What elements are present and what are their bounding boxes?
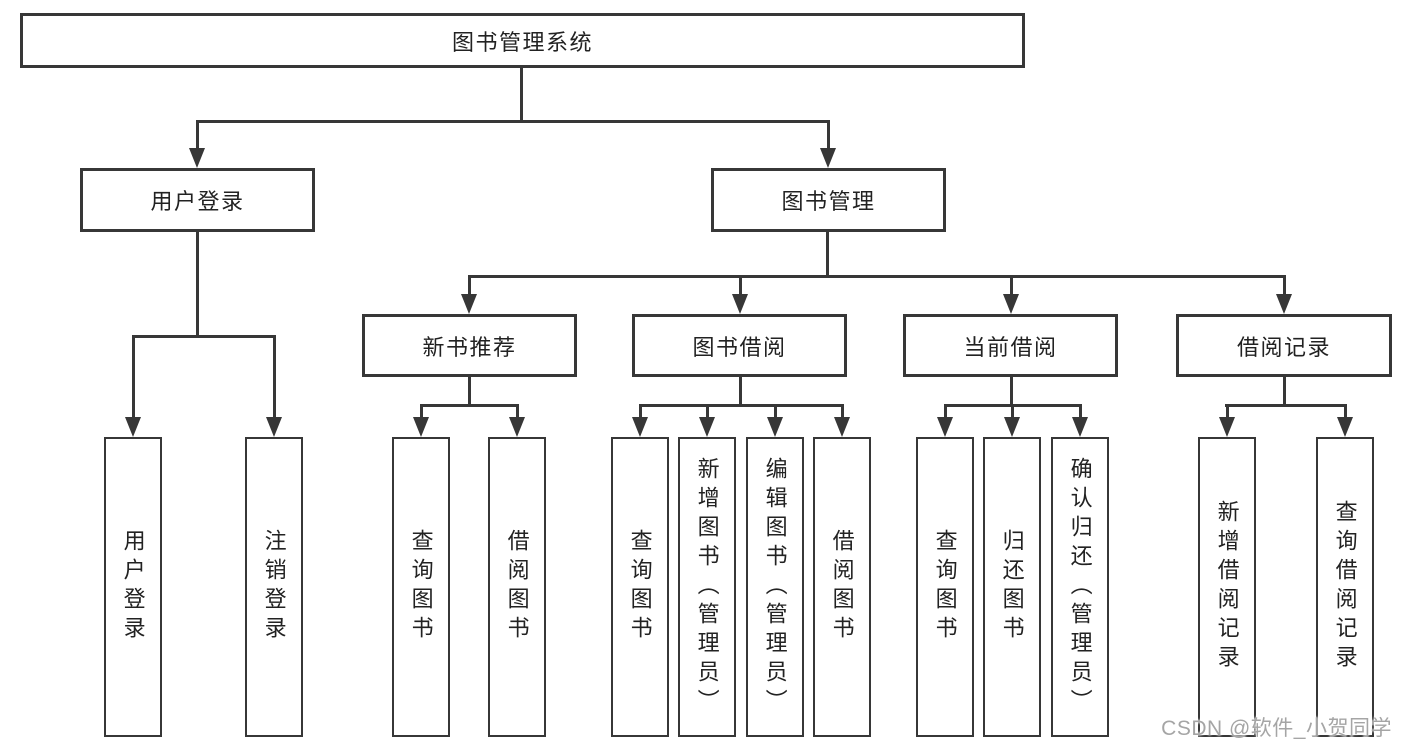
leaf-query-book-current: 查询图书: [916, 437, 974, 737]
node-borrow-record-label: 借阅记录: [1236, 334, 1331, 360]
leaf-logout-label: 注销登录: [261, 529, 287, 645]
arrowhead-down-icon: [820, 148, 836, 168]
leaf-borrow-book-rec-label: 借阅图书: [504, 529, 530, 645]
connector-level2-split: [196, 120, 830, 123]
arrowhead-down-icon: [732, 294, 748, 314]
connector-borrow-record-split: [1225, 404, 1346, 407]
node-book-borrow-label: 图书借阅: [692, 334, 787, 360]
arrowhead-down-icon: [632, 417, 648, 437]
arrow-shaft: [944, 404, 947, 419]
connector-book-mgmt-stem: [826, 232, 829, 277]
node-borrow-record: 借阅记录: [1176, 314, 1392, 377]
leaf-edit-book-admin: 编辑图书（管理员）: [746, 437, 804, 737]
node-book-mgmt: 图书管理: [711, 168, 946, 232]
arrow-shaft: [1010, 275, 1013, 296]
connector-book-borrow-split: [639, 404, 843, 407]
node-new-book-rec-label: 新书推荐: [422, 334, 517, 360]
arrow-shaft: [706, 404, 709, 419]
node-current-borrow: 当前借阅: [903, 314, 1118, 377]
arrow-shaft: [841, 404, 844, 419]
arrow-shaft: [1344, 404, 1347, 419]
leaf-query-borrow-record: 查询借阅记录: [1316, 437, 1374, 737]
leaf-edit-book-admin-label: 编辑图书（管理员）: [762, 456, 788, 718]
leaf-query-book-rec-label: 查询图书: [408, 529, 434, 645]
leaf-query-book-rec: 查询图书: [392, 437, 450, 737]
node-root-label: 图书管理系统: [451, 29, 593, 55]
arrowhead-down-icon: [125, 417, 141, 437]
arrowhead-down-icon: [937, 417, 953, 437]
leaf-user-login-label: 用户登录: [120, 529, 146, 645]
node-user-login-label: 用户登录: [150, 189, 245, 214]
connector-new-book-rec-stem: [468, 377, 471, 406]
arrow-shaft: [1011, 404, 1014, 419]
arrowhead-down-icon: [1337, 417, 1353, 437]
arrowhead-down-icon: [189, 148, 205, 168]
leaf-query-borrow-record-label: 查询借阅记录: [1332, 500, 1358, 674]
arrow-shaft: [516, 404, 519, 419]
leaf-borrow-book-borrow-label: 借阅图书: [829, 529, 855, 645]
leaf-add-book-admin-label: 新增图书（管理员）: [694, 456, 720, 718]
connector-new-book-rec-split: [420, 404, 518, 407]
connector-borrow-record-stem: [1283, 377, 1286, 406]
node-new-book-rec: 新书推荐: [362, 314, 577, 377]
arrow-shaft: [1283, 275, 1286, 296]
arrow-shaft: [827, 120, 830, 150]
leaf-confirm-return-admin: 确认归还（管理员）: [1051, 437, 1109, 737]
arrow-shaft: [639, 404, 642, 419]
arrow-shaft: [1079, 404, 1082, 419]
arrowhead-down-icon: [1072, 417, 1088, 437]
node-user-login: 用户登录: [80, 168, 315, 232]
leaf-query-book-borrow-label: 查询图书: [627, 529, 653, 645]
leaf-add-borrow-record-label: 新增借阅记录: [1214, 500, 1240, 674]
arrowhead-down-icon: [1003, 294, 1019, 314]
connector-current-borrow-stem: [1010, 377, 1013, 406]
arrowhead-down-icon: [699, 417, 715, 437]
arrow-shaft: [774, 404, 777, 419]
leaf-return-book: 归还图书: [983, 437, 1041, 737]
leaf-query-book-current-label: 查询图书: [932, 529, 958, 645]
connector-user-login-stem: [196, 232, 199, 337]
arrow-shaft: [273, 335, 276, 419]
arrowhead-down-icon: [834, 417, 850, 437]
leaf-logout: 注销登录: [245, 437, 303, 737]
arrowhead-down-icon: [461, 294, 477, 314]
arrowhead-down-icon: [509, 417, 525, 437]
leaf-borrow-book-borrow: 借阅图书: [813, 437, 871, 737]
leaf-user-login: 用户登录: [104, 437, 162, 737]
arrow-shaft: [1226, 404, 1229, 419]
connector-level3-split: [468, 275, 1286, 278]
connector-user-login-split: [132, 335, 276, 338]
arrowhead-down-icon: [1276, 294, 1292, 314]
node-book-mgmt-label: 图书管理: [781, 189, 876, 214]
arrow-shaft: [132, 335, 135, 419]
leaf-confirm-return-admin-label: 确认归还（管理员）: [1067, 456, 1093, 718]
arrowhead-down-icon: [266, 417, 282, 437]
node-current-borrow-label: 当前借阅: [963, 334, 1058, 360]
arrow-shaft: [468, 275, 471, 296]
connector-book-borrow-stem: [739, 377, 742, 406]
leaf-return-book-label: 归还图书: [999, 529, 1025, 645]
arrowhead-down-icon: [767, 417, 783, 437]
node-book-borrow: 图书借阅: [632, 314, 847, 377]
arrowhead-down-icon: [413, 417, 429, 437]
connector-root-stem: [520, 68, 523, 122]
leaf-add-book-admin: 新增图书（管理员）: [678, 437, 736, 737]
watermark-text: CSDN @软件_小贺同学: [1161, 717, 1392, 740]
arrowhead-down-icon: [1004, 417, 1020, 437]
node-root: 图书管理系统: [20, 13, 1025, 68]
arrow-shaft: [196, 120, 199, 150]
arrow-shaft: [420, 404, 423, 419]
leaf-borrow-book-rec: 借阅图书: [488, 437, 546, 737]
arrowhead-down-icon: [1219, 417, 1235, 437]
leaf-query-book-borrow: 查询图书: [611, 437, 669, 737]
leaf-add-borrow-record: 新增借阅记录: [1198, 437, 1256, 737]
arrow-shaft: [739, 275, 742, 296]
